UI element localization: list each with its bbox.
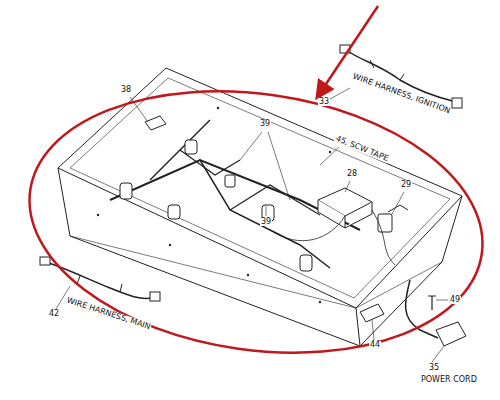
callout-number: 35 <box>428 364 440 372</box>
callout-number: 39 <box>260 218 272 226</box>
part-name: POWER CORD <box>420 376 478 384</box>
callout-number: 28 <box>346 170 358 178</box>
callout-number: 38 <box>120 86 132 94</box>
callout-number: 29 <box>400 181 412 189</box>
callout-number: 33 <box>318 98 330 106</box>
callout-number: 39 <box>259 120 271 128</box>
part-name: WIRE HARNESS, MAIN <box>65 296 153 331</box>
callout-number: 49 <box>449 296 461 304</box>
callout-number: 44 <box>369 341 381 349</box>
callout-number: 42 <box>48 310 60 318</box>
